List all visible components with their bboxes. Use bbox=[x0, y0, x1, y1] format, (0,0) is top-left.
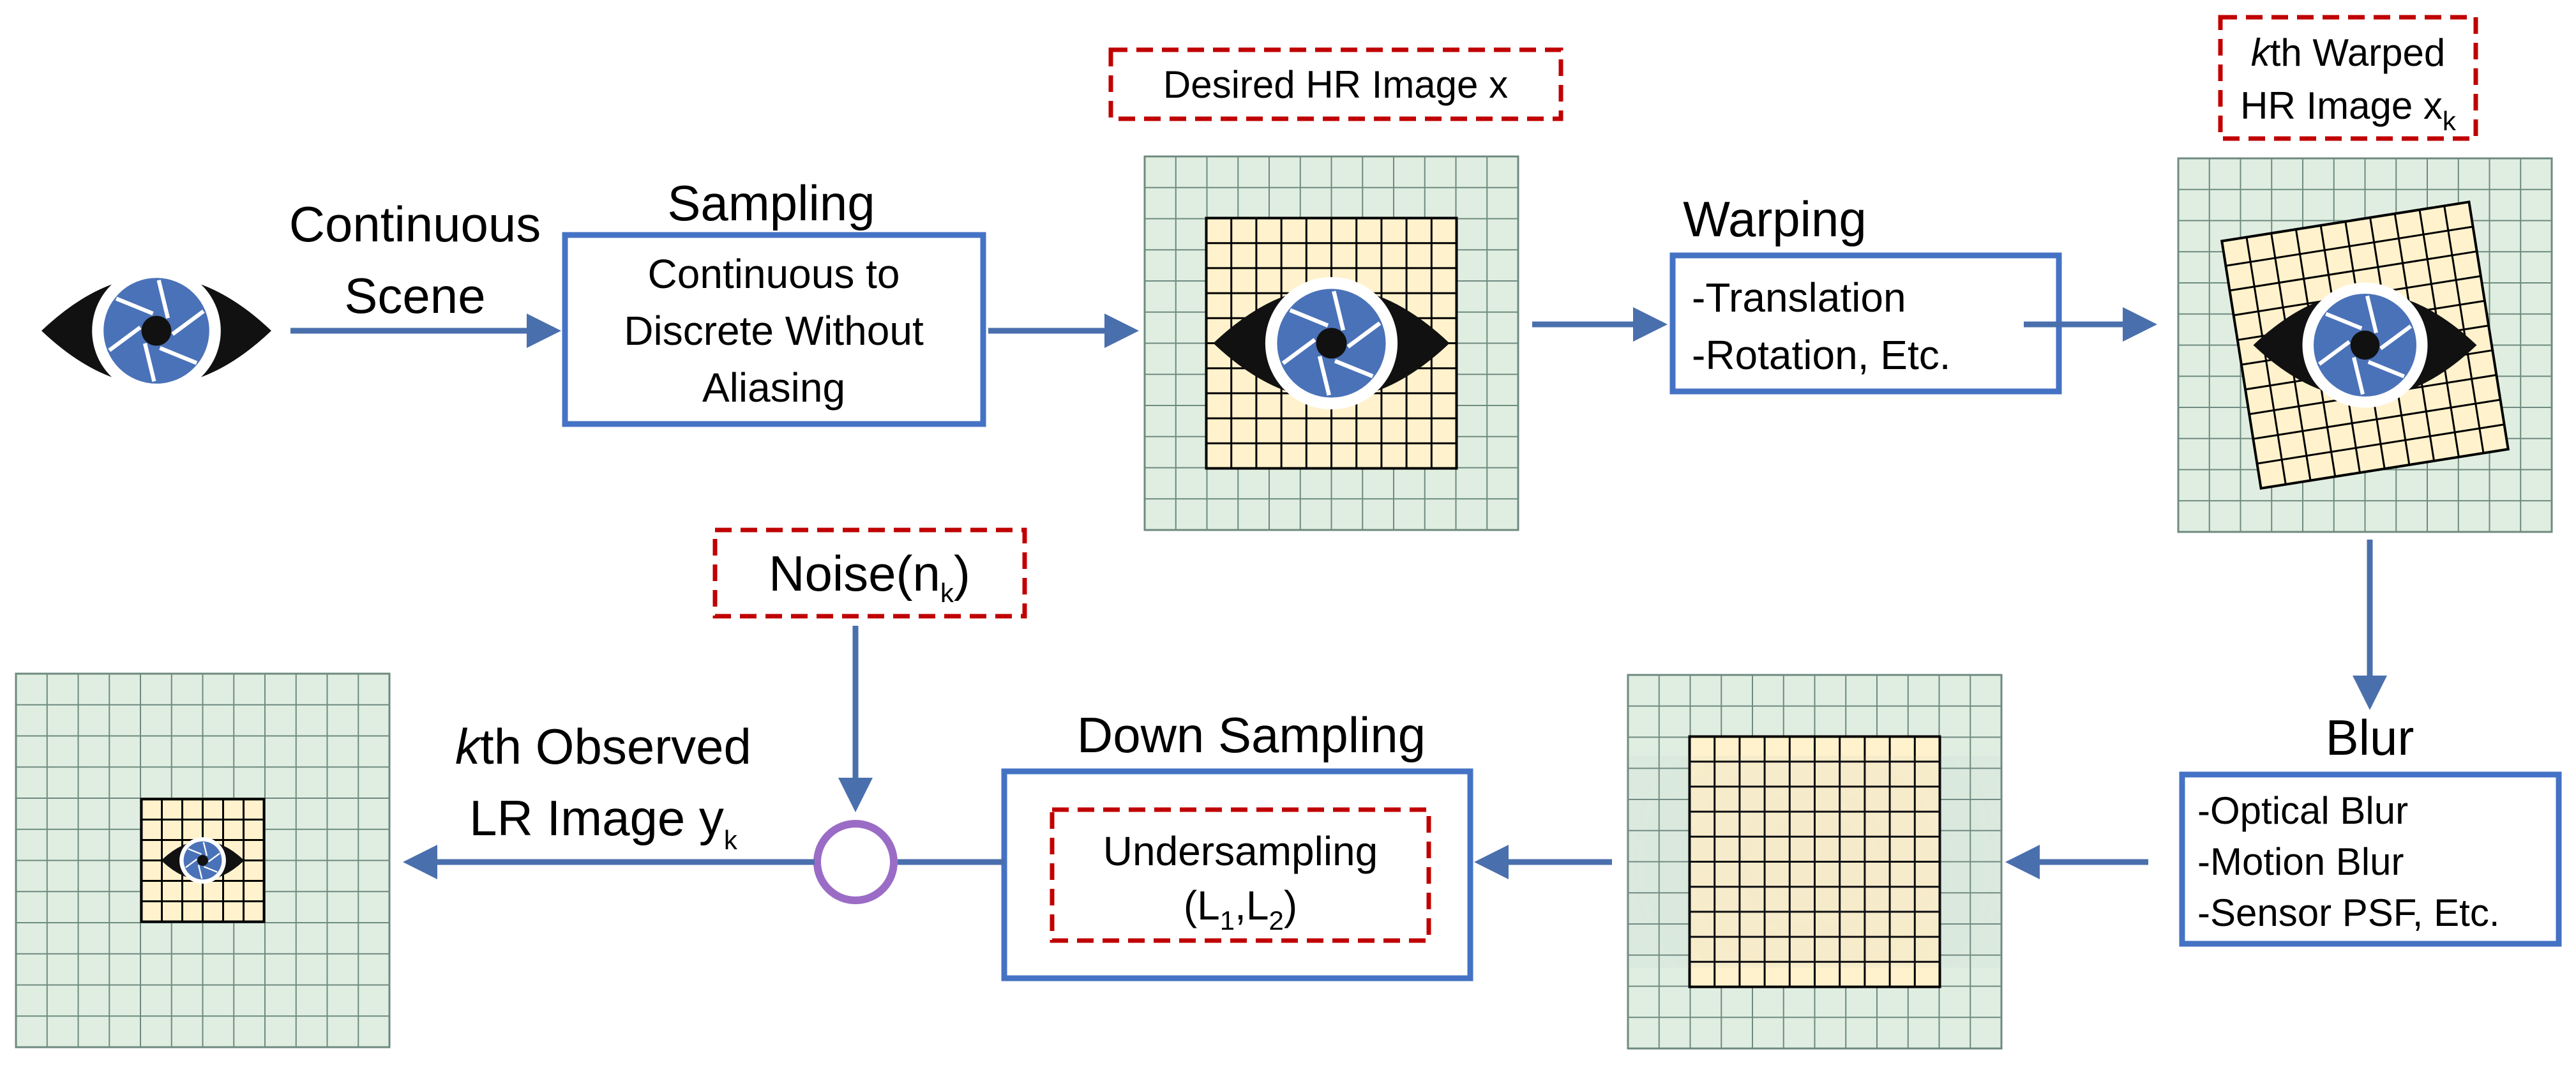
blur-line-3: -Sensor PSF, Etc. bbox=[2197, 891, 2500, 934]
blur-line-1: -Optical Blur bbox=[2197, 789, 2408, 832]
undersampling-line-2: (L1,L2) bbox=[1184, 882, 1297, 935]
warped-hr-label-box bbox=[2218, 15, 2478, 141]
warped-hr-grid bbox=[2177, 157, 2553, 533]
sampling-title: Sampling bbox=[667, 175, 875, 231]
observed-lr-label-1: kth Observed bbox=[455, 718, 751, 775]
sampling-line-3: Aliasing bbox=[702, 365, 845, 411]
sampling-box bbox=[562, 232, 986, 427]
blur-line-2: -Motion Blur bbox=[2197, 840, 2404, 883]
warping-box bbox=[1669, 252, 2062, 395]
undersampling-box bbox=[1050, 807, 1431, 943]
noise-label: Noise(nk) bbox=[769, 545, 970, 608]
sampling-line-1: Continuous to bbox=[648, 251, 900, 297]
down-sampling-title: Down Sampling bbox=[1077, 707, 1426, 763]
noise-box bbox=[712, 527, 1027, 619]
undersampling-line-1: Undersampling bbox=[1103, 828, 1378, 874]
blur-title: Blur bbox=[2326, 709, 2414, 766]
sampling-line-2: Discrete Without bbox=[624, 308, 924, 354]
warping-line-1: -Translation bbox=[1692, 275, 1906, 321]
observed-lr-grid bbox=[15, 672, 391, 1048]
blurred-hr-grid bbox=[1627, 674, 2003, 1050]
warped-hr-label-2: HR Image xk bbox=[2240, 84, 2457, 136]
flow-arrows bbox=[290, 307, 2387, 879]
desired-hr-label-box bbox=[1108, 47, 1563, 121]
continuous-scene-label: Continuous bbox=[289, 196, 541, 252]
noise-adder-circle bbox=[813, 820, 898, 904]
warping-line-2: -Rotation, Etc. bbox=[1692, 332, 1951, 378]
warped-hr-label-1: kth Warped bbox=[2251, 31, 2446, 74]
eye-icon bbox=[41, 266, 271, 395]
continuous-scene-label-2: Scene bbox=[344, 268, 485, 324]
blur-box bbox=[2179, 771, 2562, 947]
observed-lr-label-2: LR Image yk bbox=[469, 790, 738, 855]
desired-hr-grid bbox=[1143, 155, 1519, 531]
desired-hr-label: Desired HR Image x bbox=[1163, 63, 1508, 106]
warping-title: Warping bbox=[1683, 191, 1867, 247]
